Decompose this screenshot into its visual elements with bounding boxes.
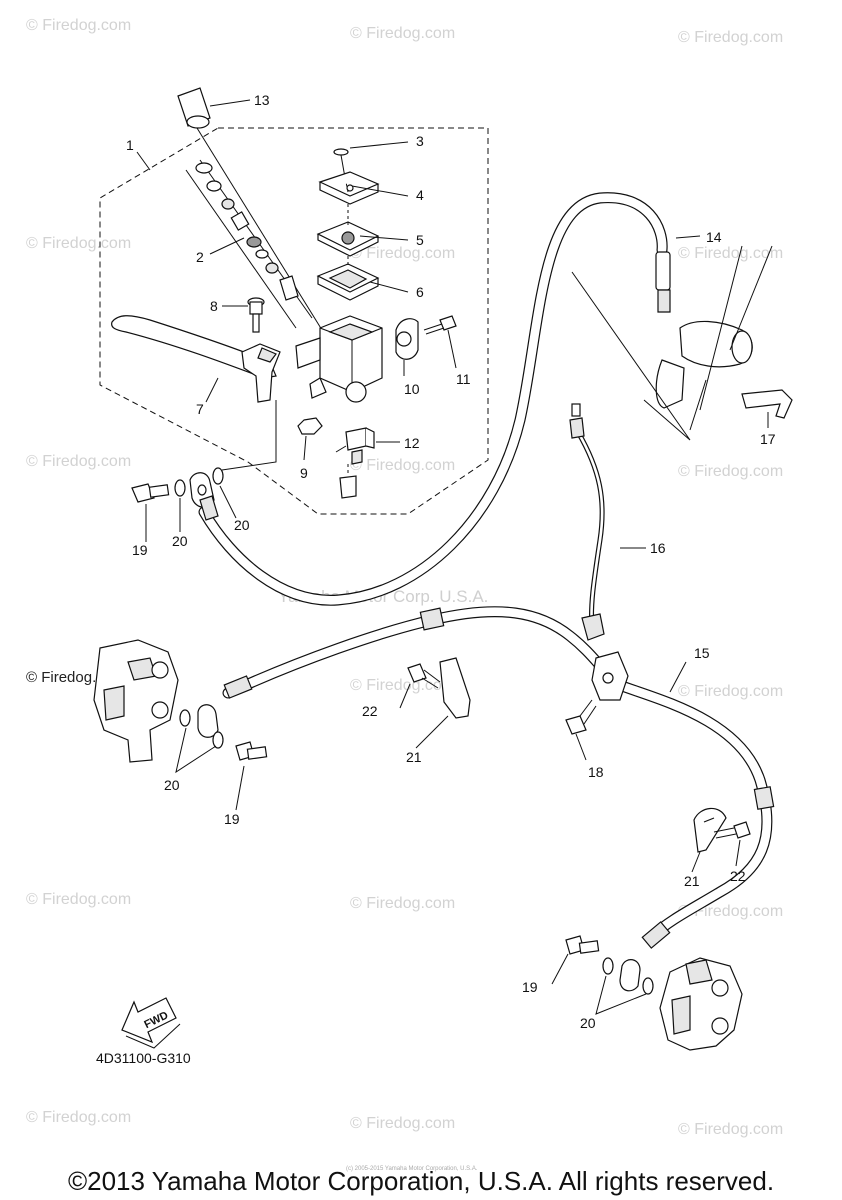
- parts: [93, 87, 793, 1051]
- part-labels: 1 2 3 4 5 6 7 8 9 10 11 12 13 14 15 16 1…: [126, 92, 776, 1031]
- holder-part: [395, 318, 419, 360]
- clip-part: [741, 389, 793, 419]
- holder-bolt-part: [423, 315, 457, 335]
- master-cylinder-assembly: [99, 127, 489, 515]
- hoses: [198, 192, 773, 942]
- part-label-19: 19: [522, 979, 538, 995]
- part-label-2: 2: [196, 249, 204, 265]
- watermark-site: © Firedog.com: [350, 457, 455, 474]
- junction-part: [591, 651, 629, 701]
- left-caliper-part: [93, 639, 179, 763]
- part-label-20: 20: [580, 1015, 596, 1031]
- reservoir-cap-part: [318, 171, 380, 205]
- rear-union-part: [655, 245, 773, 431]
- hose-collar: [753, 786, 775, 810]
- part-label-4: 4: [416, 187, 424, 203]
- clamp-part: [693, 807, 727, 853]
- piston-kit-part: [185, 159, 313, 329]
- banjo-bolt-upper: [131, 467, 224, 521]
- part-label-22: 22: [362, 703, 378, 719]
- part-label-16: 16: [650, 540, 666, 556]
- brake-switch-part: [335, 427, 375, 499]
- watermark-site: © Firedog.com: [678, 245, 783, 262]
- diagram-code: 4D31100-G310: [96, 1050, 191, 1066]
- boot-part: [177, 87, 323, 331]
- watermark-site: © Firedog.com: [350, 677, 455, 694]
- part-label-20: 20: [164, 777, 180, 793]
- leader-line: [136, 151, 151, 171]
- part-label-11: 11: [456, 371, 471, 387]
- part-label-10: 10: [404, 381, 420, 397]
- watermark-site: © Firedog.com: [678, 683, 783, 700]
- part-label-1: 1: [126, 137, 134, 153]
- watermark-site: © Firedog.com: [26, 17, 131, 34]
- part-label-9: 9: [300, 465, 308, 481]
- part-label-20: 20: [234, 517, 250, 533]
- watermark-site: © Firedog.com: [678, 463, 783, 480]
- pipe-fitting-lower: [581, 613, 605, 641]
- junction-bolt-part: [565, 699, 597, 735]
- banjo-bolt-right-lower: [565, 921, 671, 995]
- watermark-site: © Firedog.com: [26, 1109, 131, 1126]
- part-label-5: 5: [416, 232, 424, 248]
- part-label-18: 18: [588, 764, 604, 780]
- bracket-bolt-part: [407, 663, 441, 689]
- master-cylinder-body: [295, 315, 383, 403]
- part-label-20: 20: [172, 533, 188, 549]
- nut-part: [297, 417, 323, 435]
- watermark-site: © Firedog.com: [26, 453, 131, 470]
- watermark-site: © Firedog.com: [350, 1115, 455, 1132]
- fwd-arrow-icon: [121, 997, 177, 1044]
- assembly-boundary: [99, 127, 489, 515]
- part-label-19: 19: [224, 811, 240, 827]
- part-label-14: 14: [706, 229, 722, 245]
- watermark-fine-print: (c) 2005-2015 Yamaha Motor Corporation, …: [346, 1166, 478, 1172]
- part-label-13: 13: [254, 92, 270, 108]
- right-caliper-part: [659, 957, 743, 1051]
- watermark-site: © Firedog.com: [350, 895, 455, 912]
- part-label-12: 12: [404, 435, 420, 451]
- part-label-15: 15: [694, 645, 710, 661]
- part-label-22: 22: [730, 868, 746, 884]
- part-label-19: 19: [132, 542, 148, 558]
- brake-lever-part: [111, 315, 281, 403]
- part-label-7: 7: [196, 401, 204, 417]
- watermark-site: © Firedog.com: [678, 1121, 783, 1138]
- diaphragm-part: [316, 256, 380, 301]
- callout-leaders: [145, 99, 769, 1015]
- part-label-17: 17: [760, 431, 776, 447]
- diaphragm-plate-part: [316, 204, 380, 257]
- watermark-site: © Firedog.com: [678, 29, 783, 46]
- fwd-arrow: FWD: [121, 997, 181, 1049]
- leader-line: [221, 400, 277, 471]
- part-label-21: 21: [684, 873, 700, 889]
- watermark-site: © Firedog.com: [350, 25, 455, 42]
- clamp-bolt-part: [713, 821, 751, 839]
- part-label-21: 21: [406, 749, 422, 765]
- bracket-part: [439, 657, 471, 719]
- part-label-8: 8: [210, 298, 218, 314]
- watermark-site: © Firedog.com: [26, 891, 131, 908]
- pipe-fitting-upper: [569, 403, 585, 439]
- screw-part: [333, 148, 349, 193]
- copyright-notice: ©2013 Yamaha Motor Corporation, U.S.A. A…: [68, 1166, 774, 1196]
- watermark-layer: © Firedog.com © Firedog.com © Firedog.co…: [26, 17, 783, 1172]
- hose-collar: [419, 607, 445, 631]
- watermark-site: © Firedog.com: [26, 235, 131, 252]
- part-label-6: 6: [416, 284, 424, 300]
- watermark-site: © Firedog.com: [350, 245, 455, 262]
- leader-line: [571, 271, 691, 441]
- banjo-bolt-left-lower: [179, 675, 268, 761]
- part-label-3: 3: [416, 133, 424, 149]
- pivot-bolt-part: [247, 297, 265, 333]
